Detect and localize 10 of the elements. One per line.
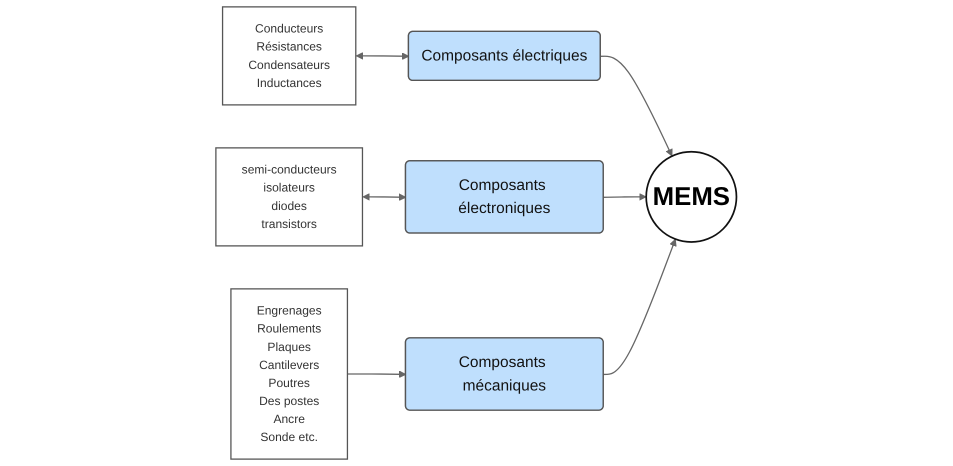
arrow [362,193,407,201]
arrow [600,56,673,156]
node-box: semi-conducteurs isolateurs diodes transistors [216,147,364,247]
arrow [604,193,647,201]
arrow [348,370,407,378]
arrow [356,52,410,60]
arrow [604,238,677,376]
node-box: Engrenages Roulements Plaques Cantilevers Poutres Des postes Ancre Sonde etc. [230,288,348,460]
node-circle: MEMS [646,150,738,243]
node-box: Conducteurs Résistances Condensateurs Inductances [222,6,357,106]
